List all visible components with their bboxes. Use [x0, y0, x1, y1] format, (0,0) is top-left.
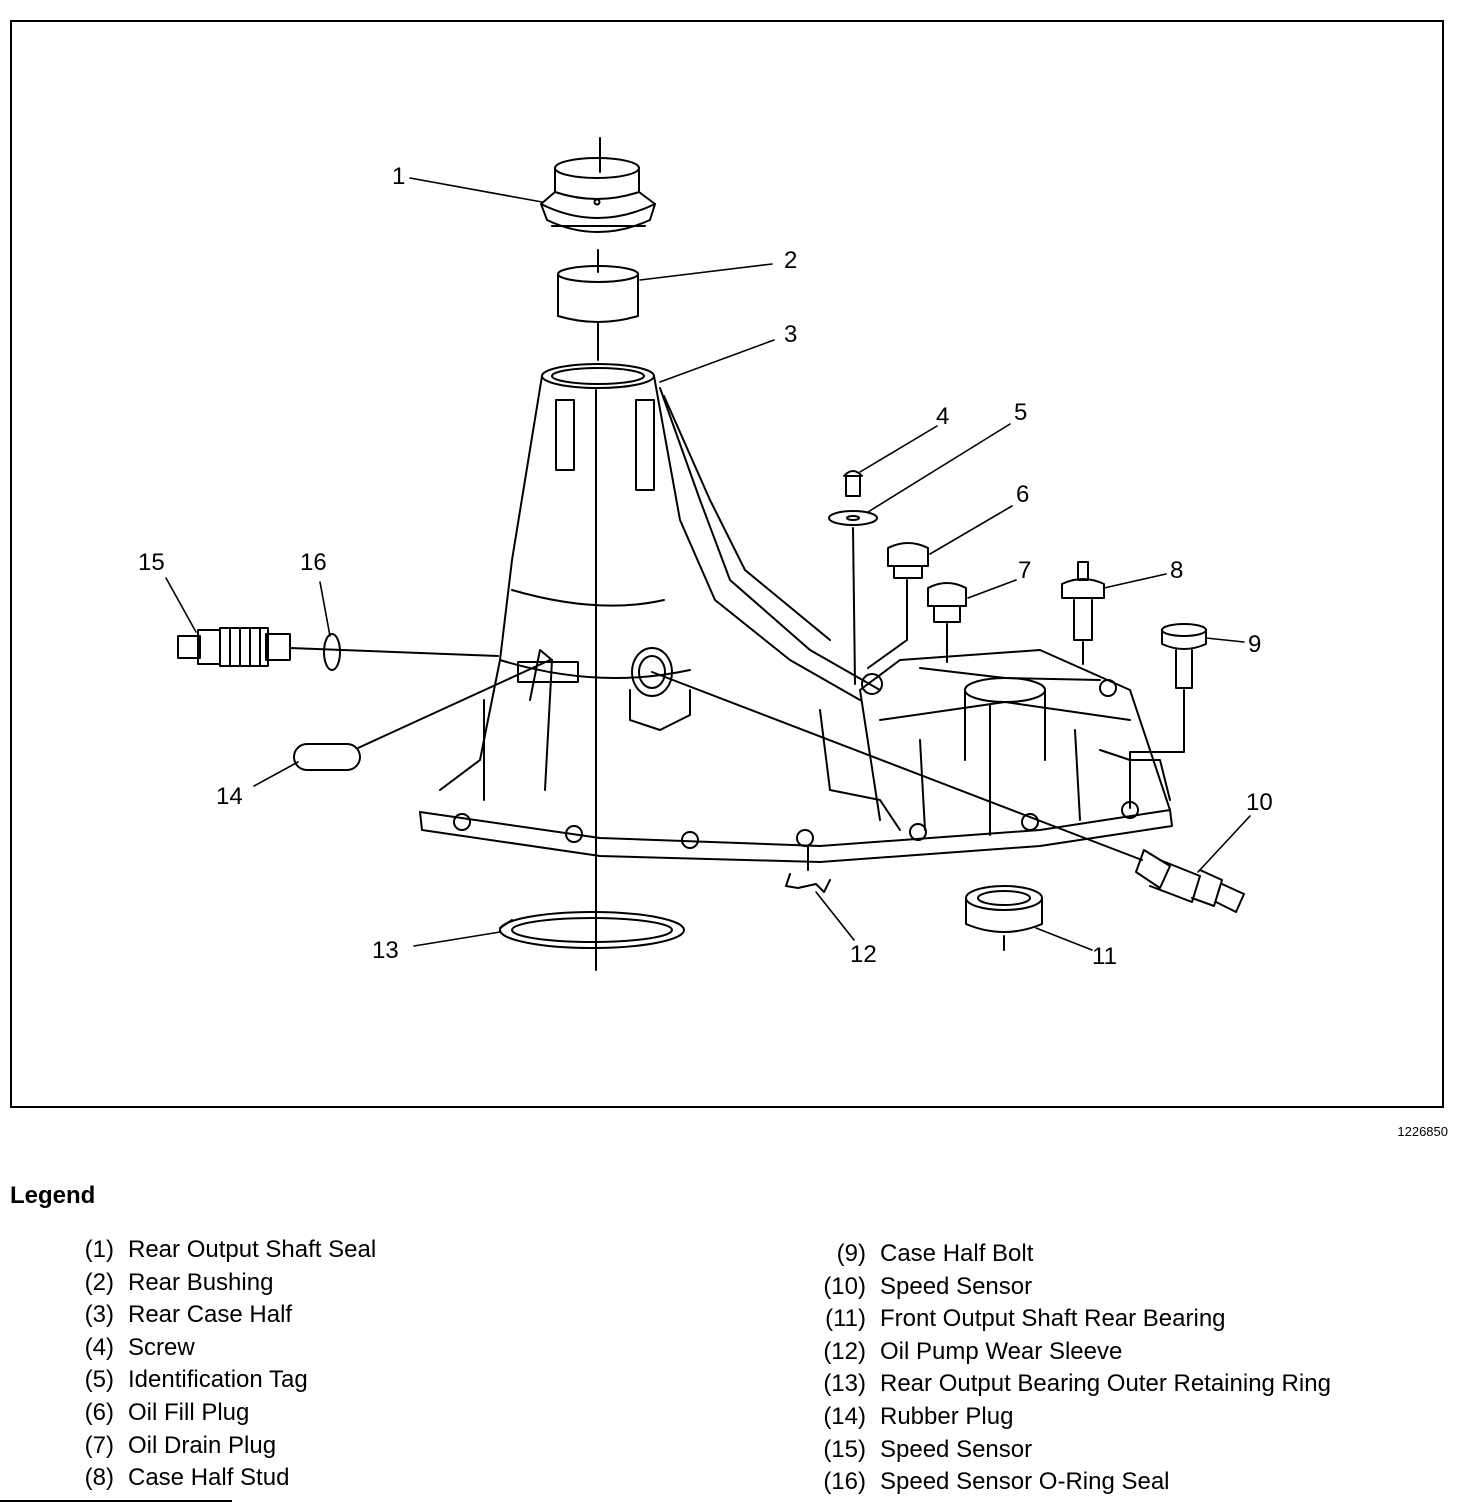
legend-item: (16) Speed Sensor O-Ring Seal: [808, 1466, 1331, 1499]
exploded-view-diagram: 1 2 3 4 5 6 7 8 9 10 11 12 13 14 15 16: [138, 137, 1273, 971]
callout-13: 13: [372, 937, 399, 964]
legend-item: (15) Speed Sensor: [808, 1434, 1331, 1467]
callout-6: 6: [1016, 481, 1029, 508]
legend-item: (11) Front Output Shaft Rear Bearing: [808, 1303, 1331, 1336]
legend-label: Speed Sensor O-Ring Seal: [880, 1468, 1170, 1496]
legend-number: (12): [823, 1337, 866, 1365]
speed-sensor-o-ring-part: [289, 633, 499, 671]
legend-label: Rear Output Shaft Seal: [128, 1236, 377, 1263]
legend-number: (13): [823, 1370, 866, 1398]
legend-item: (6) Oil Fill Plug: [70, 1397, 376, 1430]
legend-item: (14) Rubber Plug: [808, 1401, 1331, 1434]
speed-sensor-15-part: [177, 627, 291, 667]
legend-number: (1): [84, 1236, 114, 1263]
legend-number: (4): [84, 1333, 114, 1361]
legend-label: Case Half Bolt: [880, 1240, 1034, 1267]
legend-label: Rear Case Half: [128, 1301, 293, 1329]
figure-id: 1226850: [1397, 1124, 1448, 1139]
callout-1: 1: [392, 163, 405, 190]
rear-output-shaft-seal-part: [540, 137, 656, 233]
legend-label: Identification Tag: [128, 1366, 308, 1394]
legend-column-left: (1) Rear Output Shaft Seal (2) Rear Bushin…: [70, 1234, 377, 1495]
callout-12: 12: [850, 941, 877, 968]
rubber-plug-part: [293, 659, 551, 771]
callout-15: 15: [138, 549, 165, 576]
rear-bushing-part: [557, 249, 639, 361]
legend-number: (14): [823, 1402, 866, 1430]
callout-11: 11: [1092, 943, 1117, 970]
callout-5: 5: [1014, 399, 1027, 426]
legend-number: (5): [84, 1366, 114, 1394]
legend-item: (1) Rear Output Shaft Seal: [70, 1234, 377, 1267]
retaining-ring-part: [499, 911, 685, 949]
screw-part: [843, 470, 863, 497]
case-half-stud-part: [1061, 561, 1105, 665]
callout-8: 8: [1170, 557, 1183, 584]
legend-label: Speed Sensor: [880, 1435, 1033, 1463]
speed-sensor-10-part: [651, 671, 1245, 913]
legend-item: (8) Case Half Stud: [70, 1462, 376, 1495]
legend-number: (10): [823, 1272, 866, 1300]
callout-3: 3: [784, 321, 797, 348]
callout-labels: 1 2 3 4 5 6 7 8 9 10 11 12 13 14 15 16: [138, 163, 1273, 970]
legend-number: (6): [84, 1398, 114, 1426]
legend-number: (11): [825, 1305, 866, 1333]
callout-14: 14: [216, 783, 243, 810]
legend-column-right: (9) Case Half Bolt (10) Speed Sensor (11) F…: [808, 1238, 1331, 1499]
callout-7: 7: [1018, 557, 1031, 584]
legend-item: (3) Rear Case Half: [70, 1299, 376, 1332]
legend-item: (7) Oil Drain Plug: [70, 1430, 376, 1463]
legend-item: (13) Rear Output Bearing Outer Retaining …: [808, 1368, 1331, 1401]
bottom-rule: [0, 1500, 232, 1502]
front-output-shaft-rear-bearing-part: [965, 885, 1043, 951]
legend-number: (3): [84, 1301, 114, 1329]
legend-title: Legend: [10, 1182, 96, 1209]
diagram-frame: [10, 20, 1444, 1108]
legend-number: (8): [84, 1464, 114, 1492]
callout-4: 4: [936, 403, 949, 430]
legend-item: (5) Identification Tag: [70, 1364, 376, 1397]
legend-item: (9) Case Half Bolt: [808, 1238, 1331, 1271]
legend-number: (2): [84, 1268, 114, 1296]
oil-drain-plug-part: [927, 582, 967, 663]
callout-16: 16: [300, 549, 327, 576]
legend-label: Screw: [128, 1333, 195, 1361]
legend-number: (15): [823, 1435, 866, 1463]
callout-2: 2: [784, 247, 797, 274]
callout-9: 9: [1248, 631, 1261, 658]
legend-label: Rubber Plug: [880, 1402, 1014, 1430]
leader-lines: [165, 177, 1251, 951]
legend-number: (16): [823, 1468, 866, 1496]
rear-case-half-part: [419, 363, 1173, 863]
legend-label: Front Output Shaft Rear Bearing: [880, 1305, 1226, 1333]
legend-item: (12) Oil Pump Wear Sleeve: [808, 1336, 1331, 1369]
oil-fill-plug-part: [867, 542, 929, 669]
legend-label: Rear Output Bearing Outer Retaining Ring: [880, 1370, 1331, 1398]
legend-item: (4) Screw: [70, 1332, 376, 1365]
legend-label: Speed Sensor: [880, 1272, 1033, 1300]
legend-number: (9): [836, 1240, 866, 1267]
identification-tag-part: [828, 510, 878, 685]
legend-label: Rear Bushing: [128, 1268, 274, 1296]
case-half-bolt-part: [1129, 623, 1207, 809]
legend-label: Oil Fill Plug: [128, 1398, 250, 1426]
callout-10: 10: [1246, 789, 1273, 816]
legend-label: Oil Drain Plug: [128, 1431, 277, 1459]
legend-label: Oil Pump Wear Sleeve: [880, 1337, 1123, 1365]
oil-pump-wear-sleeve-part: [785, 845, 831, 893]
legend-item: (2) Rear Bushing: [70, 1267, 376, 1300]
legend-number: (7): [84, 1431, 114, 1459]
legend-item: (10) Speed Sensor: [808, 1271, 1331, 1304]
legend-label: Case Half Stud: [128, 1464, 290, 1492]
